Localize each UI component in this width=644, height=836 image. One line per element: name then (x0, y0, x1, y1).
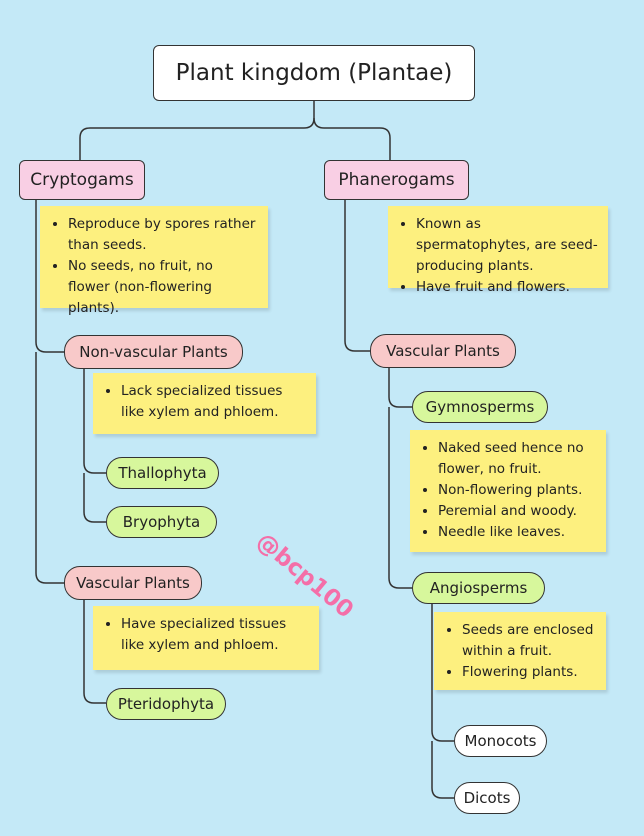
phanerogams-note-1: Known as spermatophytes, are seed-produc… (416, 214, 598, 277)
phanerogams-node: Phanerogams (324, 160, 469, 200)
gymnosperms-notes: Naked seed hence no flower, no fruit. No… (410, 430, 606, 552)
cryptogam-vascular-notes: Have specialized tissues like xylem and … (93, 606, 319, 670)
gymnosperms-note-4: Needle like leaves. (438, 522, 596, 543)
cryptogams-notes: Reproduce by spores rather than seeds. N… (40, 206, 268, 316)
angiosperms-notes: Seeds are enclosed within a fruit. Flowe… (434, 612, 606, 690)
angiosperms-node: Angiosperms (412, 572, 545, 604)
non-vascular-notes: Lack specialized tissues like xylem and … (93, 373, 316, 434)
cryptogams-note-2: No seeds, no fruit, no flower (non-flowe… (68, 256, 258, 319)
cryptogam-vascular-plants-node: Vascular Plants (64, 566, 202, 600)
phanerogams-notes: Known as spermatophytes, are seed-produc… (388, 206, 608, 295)
angiosperms-note-1: Seeds are enclosed within a fruit. (462, 620, 596, 662)
gymnosperms-note-3: Peremial and woody. (438, 501, 596, 522)
monocots-node: Monocots (454, 725, 547, 757)
gymnosperms-note-1: Naked seed hence no flower, no fruit. (438, 438, 596, 480)
cryptogams-note-1: Reproduce by spores rather than seeds. (68, 214, 258, 256)
phanerogam-vascular-plants-node: Vascular Plants (370, 334, 516, 368)
thallophyta-node: Thallophyta (106, 457, 219, 489)
cryptogams-node: Cryptogams (19, 160, 145, 200)
pteridophyta-node: Pteridophyta (106, 688, 226, 720)
gymnosperms-node: Gymnosperms (412, 391, 548, 423)
gymnosperms-note-2: Non-flowering plants. (438, 480, 596, 501)
non-vascular-plants-node: Non-vascular Plants (64, 335, 243, 369)
non-vascular-note-1: Lack specialized tissues like xylem and … (121, 381, 306, 423)
angiosperms-note-2: Flowering plants. (462, 662, 596, 683)
bryophyta-node: Bryophyta (106, 506, 217, 538)
dicots-node: Dicots (454, 782, 520, 814)
plant-kingdom-title: Plant kingdom (Plantae) (153, 45, 475, 101)
phanerogams-note-2: Have fruit and flowers. (416, 277, 598, 298)
cryptogam-vascular-note-1: Have specialized tissues like xylem and … (121, 614, 309, 656)
